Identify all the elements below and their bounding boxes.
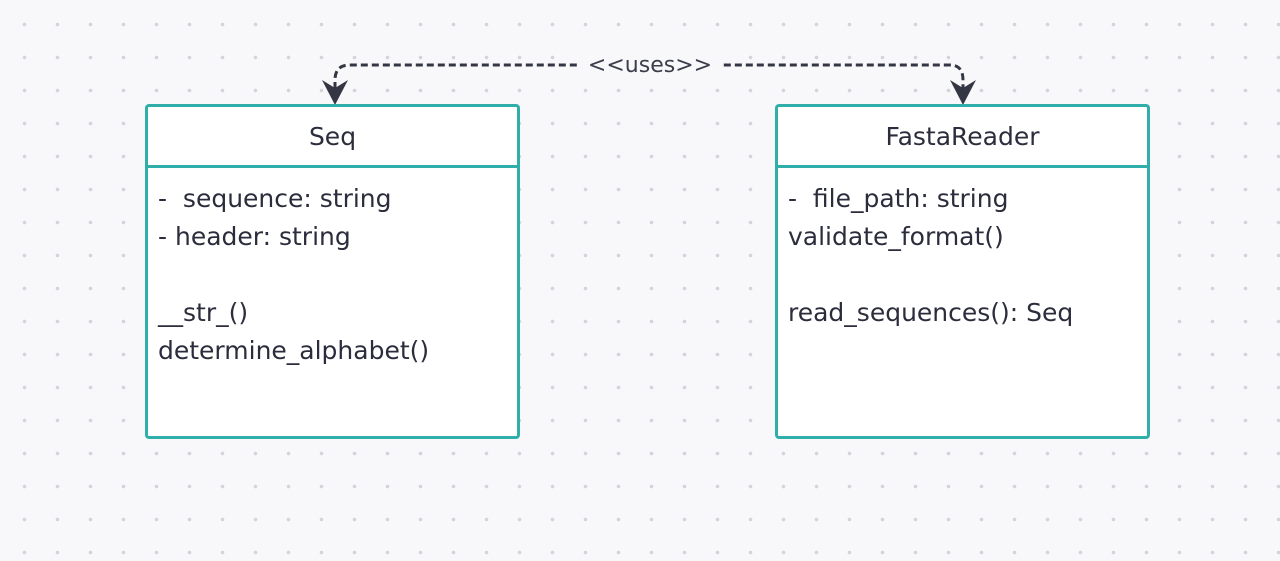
fastareader-method-read-sequences: read_sequences(): Seq <box>788 298 1074 327</box>
arrowhead-icon-fastareader <box>950 80 976 105</box>
seq-attribute-header: - header: string <box>158 222 351 251</box>
fastareader-attribute-file-path: - file_path: string <box>788 184 1009 213</box>
arrowhead-icon-seq <box>322 80 348 105</box>
relationship-label[interactable]: <<uses>> <box>578 53 722 78</box>
seq-method-str: __str_() <box>158 298 249 327</box>
class-seq-name: Seq <box>148 107 517 168</box>
class-seq[interactable]: Seq - sequence: string - header: string … <box>145 104 520 439</box>
fastareader-method-validate-format: validate_format() <box>788 222 1004 251</box>
seq-method-determine-alphabet: determine_alphabet() <box>158 336 430 365</box>
class-seq-members: - sequence: string - header: string __st… <box>148 168 517 370</box>
class-fastareader[interactable]: FastaReader - file_path: string validate… <box>775 104 1150 439</box>
class-fastareader-name: FastaReader <box>778 107 1147 168</box>
seq-attribute-sequence: - sequence: string <box>158 184 392 213</box>
class-fastareader-members: - file_path: string validate_format() re… <box>778 168 1147 332</box>
